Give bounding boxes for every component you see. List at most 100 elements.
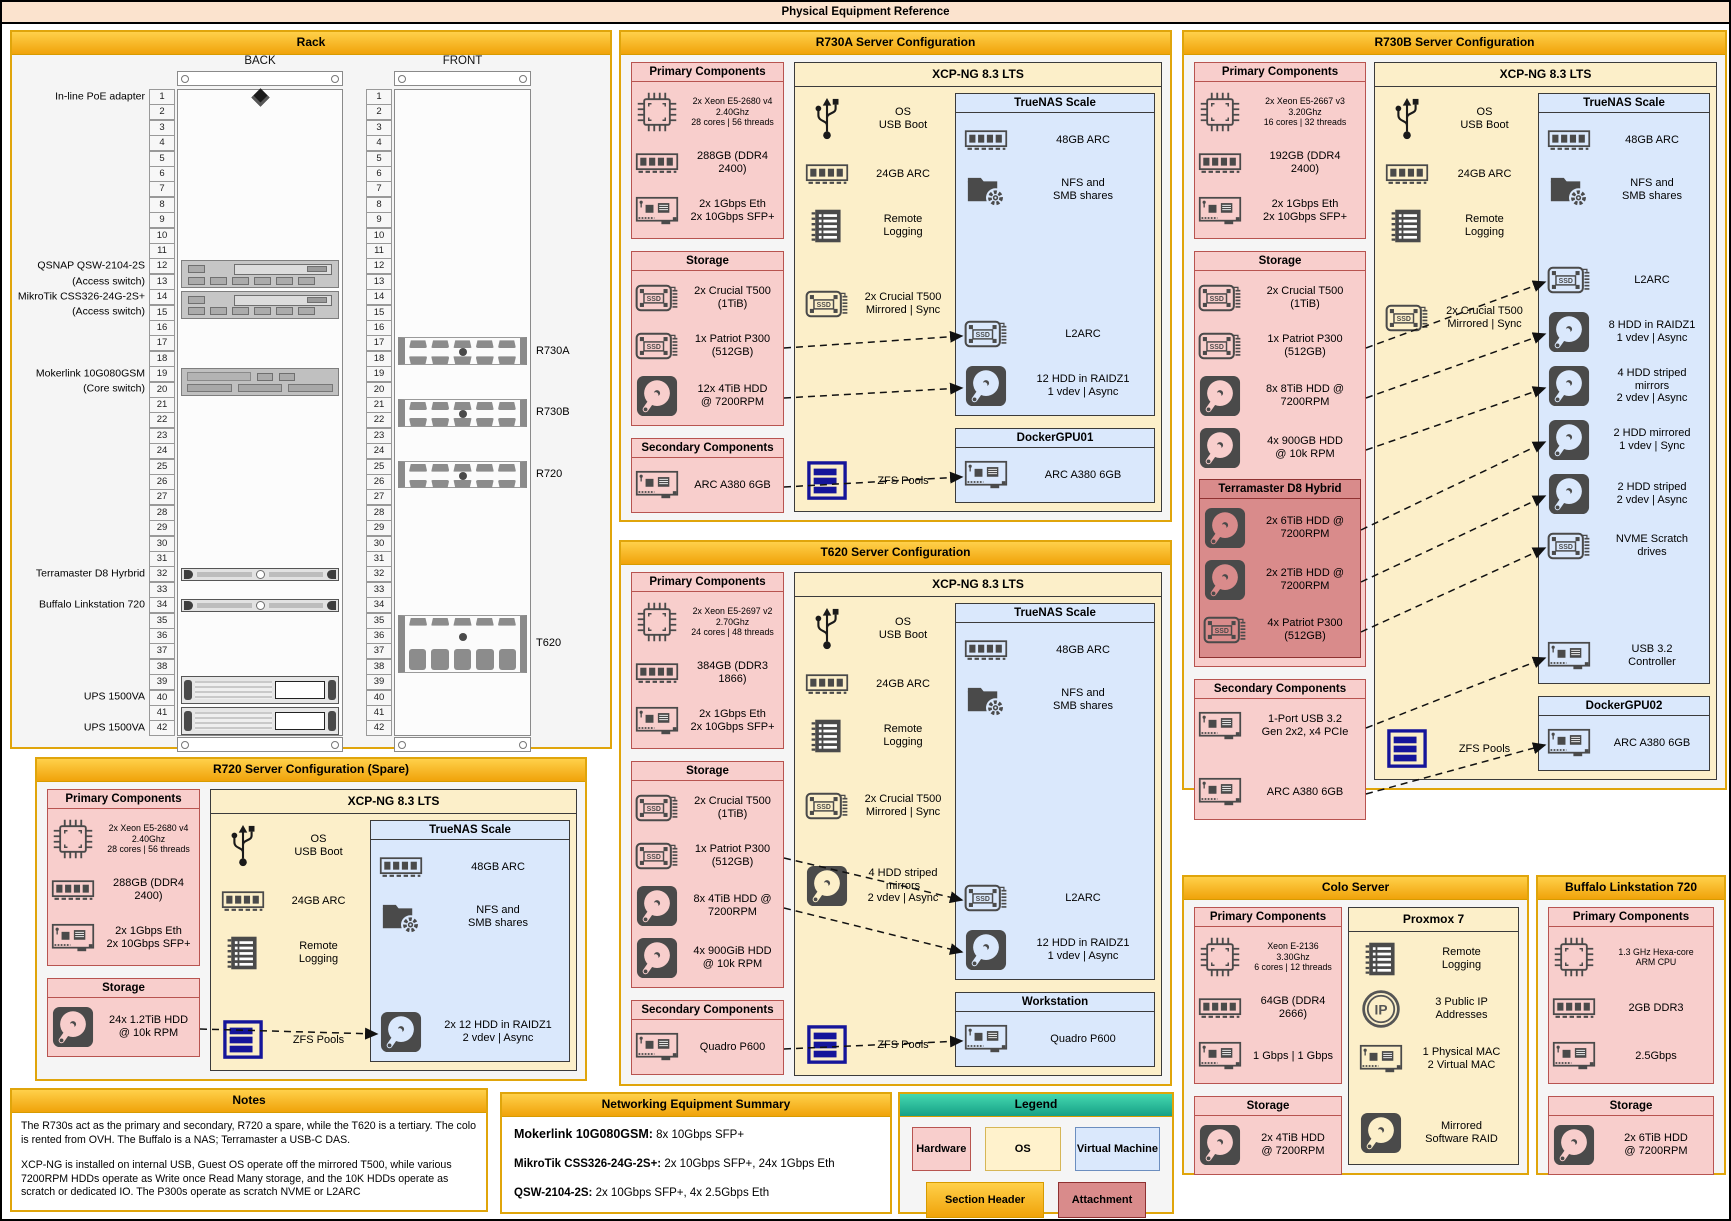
ssd-icon (635, 279, 679, 317)
device-cap (184, 570, 193, 579)
ip-icon (1359, 988, 1403, 1030)
cpu-icon (635, 600, 679, 644)
bezel-row (409, 348, 516, 357)
rack-unit-number: 21 (366, 397, 392, 413)
component-label: ZFS Pools (877, 474, 929, 487)
switch-port (279, 372, 295, 381)
rack-unit-number: 36 (149, 628, 175, 644)
rack-unit-number: 29 (149, 520, 175, 537)
group-title: Primary Components (632, 63, 783, 82)
bezel-row (409, 410, 516, 418)
rack-unit-number: 14 (366, 289, 392, 306)
drive-bay-row (409, 617, 517, 626)
switch-port-row (188, 307, 332, 316)
component-label: 2x Crucial T500(1TiB) (694, 285, 771, 310)
drive-bay (497, 479, 517, 488)
ram-icon (805, 155, 849, 193)
rack-label: Mokerlink 10G080GSM (35, 367, 145, 380)
switch-port (276, 307, 293, 316)
rack-label: UPS 1500VA (83, 690, 145, 703)
rack-unit-number: 18 (149, 350, 175, 367)
group-title: Storage (632, 762, 783, 781)
rack-unit-number: 6 (366, 166, 392, 182)
group-items: 2x Crucial T500(1TiB)1x Patriot P300(512… (632, 781, 783, 987)
networking-summary-title: Networking Equipment Summary (502, 1094, 890, 1117)
nic-icon (1198, 1037, 1242, 1075)
group-title: Storage (632, 252, 783, 271)
rack-unit-number: 41 (149, 705, 175, 721)
rack-label: T620 (536, 637, 562, 650)
group-items: 2x Crucial T500(1TiB)1x Patriot P300(512… (1195, 271, 1365, 666)
log-icon (221, 934, 265, 972)
screw-icon (398, 75, 406, 83)
vm-items: Quadro P600 (956, 1012, 1154, 1066)
rack-unit-number: 15 (149, 304, 175, 321)
device-ports: 8x 10Gbps SFP+ (656, 1129, 745, 1141)
gpu-icon (964, 456, 1008, 494)
rack-device-r730b-front (398, 399, 527, 427)
share-icon (964, 681, 1008, 719)
rack-unit-number: 33 (149, 581, 175, 598)
zfs-icon (1385, 729, 1429, 769)
ssd-icon (1547, 261, 1591, 299)
hdd-icon (1547, 365, 1591, 407)
ssd-icon (805, 285, 849, 323)
switch-port (276, 276, 293, 285)
rack-unit-number: 5 (149, 150, 175, 167)
ssd-icon (1198, 279, 1242, 317)
power-button (458, 633, 467, 642)
rack-unit-number: 11 (149, 243, 175, 259)
drive-bay (475, 463, 494, 472)
rack-device-inline-poe-adapter (181, 88, 339, 107)
hdd-icon (1359, 1112, 1403, 1154)
rack-label: Buffalo Linkstation 720 (38, 598, 145, 611)
device-cap (328, 710, 336, 731)
rack-device-r720-front (398, 460, 527, 489)
log-icon (1385, 207, 1429, 245)
nic-icon (1359, 1040, 1403, 1078)
rack-unit-number: 23 (149, 427, 175, 444)
rack-device-buffalo-linkstation-720 (181, 599, 339, 612)
component-item: L2ARC (1547, 261, 1707, 299)
component-item: ARC A380 6GB (1547, 724, 1707, 762)
screw-icon (331, 740, 339, 749)
component-item: L2ARC (964, 315, 1152, 353)
rack-unit-number: 14 (149, 289, 175, 306)
rack-unit-number: 16 (149, 320, 175, 336)
drive-bay (498, 649, 517, 671)
rack-unit-number: 41 (366, 705, 392, 721)
usb-icon (1392, 97, 1422, 141)
drive-bay (431, 356, 450, 365)
switch-port (254, 307, 271, 316)
drive-bay (497, 402, 517, 410)
component-item: 2x 2TiB HDD @7200RPM (1203, 559, 1357, 601)
vm-title: TrueNAS Scale (956, 94, 1154, 113)
rack-unit-number: 38 (366, 658, 392, 675)
